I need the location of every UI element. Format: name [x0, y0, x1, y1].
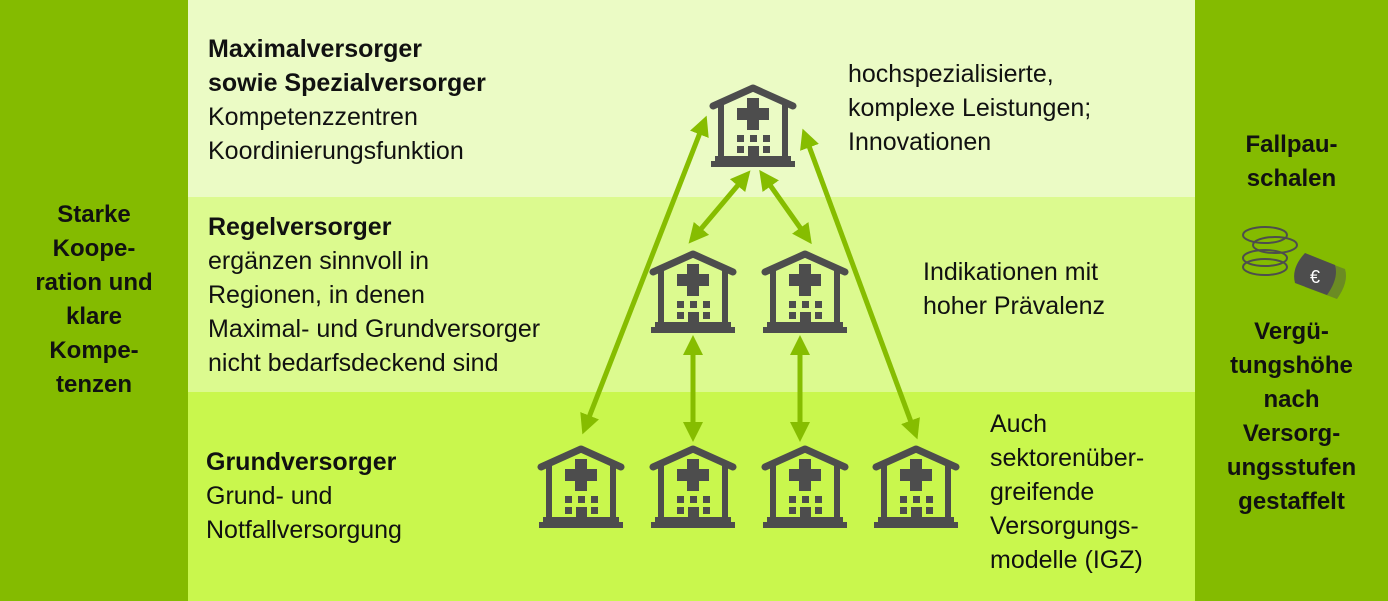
label-line: ungsstufen [1226, 454, 1357, 481]
left-column: Starke Koope- ration und klare Kompe- te… [0, 0, 188, 601]
level-desc: Notfallversorgung [206, 516, 402, 544]
arrow-max-to-regel-left [688, 170, 751, 244]
right-column: Fallpau- schalen € Vergü- tungshöhe nach… [1195, 0, 1388, 601]
arrow-max-to-grund-right [800, 128, 920, 440]
hospital-icon [763, 449, 847, 528]
label-line: tungshöhe [1230, 352, 1353, 379]
verguetung-label: Vergü- tungshöhe nach Versorg- ungsstufe… [1195, 315, 1388, 519]
hospital-icon [711, 88, 795, 167]
hospital-icon [539, 449, 623, 528]
level-desc: Kompetenzzentren [208, 103, 418, 131]
label-line: Starke [57, 201, 131, 228]
label-line: tenzen [55, 371, 132, 398]
label-line: Koope- [52, 235, 136, 262]
coins-and-euro-banknote-icon: € [1242, 226, 1346, 299]
level-title: Maximalversorger [208, 35, 423, 63]
maximalversorger-text: Maximalversorger sowie Spezialversorger … [208, 32, 486, 168]
label-line: Vergü- [1254, 318, 1329, 345]
level-desc: ergänzen sinnvoll in [208, 247, 429, 275]
level-title: Regelversorger [208, 213, 392, 241]
level-desc: Grund- und [206, 482, 333, 510]
hospital-icon [763, 254, 847, 333]
regelversorger-services: Indikationen mit hoher Prävalenz [923, 255, 1105, 323]
level-title: Grundversorger [206, 448, 397, 476]
services-line: hochspezialisierte, [848, 60, 1054, 88]
arrow-max-to-regel-right [759, 169, 812, 245]
label-line: Versorg- [1242, 420, 1341, 447]
services-line: Auch [990, 410, 1047, 438]
level-desc: Maximal- und Grundversorger [208, 315, 541, 343]
label-line: Kompe- [49, 337, 139, 364]
services-line: Indikationen mit [923, 258, 1099, 286]
services-line: hoher Prävalenz [923, 292, 1106, 320]
arrow-max-to-grund-left [580, 115, 709, 435]
level-title: sowie Spezialversorger [208, 69, 486, 97]
hospital-icon [874, 449, 958, 528]
hospital-icon [651, 449, 735, 528]
services-line: sektorenüber- [990, 444, 1145, 472]
svg-text:€: € [1310, 267, 1320, 287]
label-line: Fallpau- [1245, 131, 1338, 158]
label-line: ration und [35, 269, 153, 296]
hospital-icon [651, 254, 735, 333]
services-line: greifende [990, 478, 1095, 506]
services-line: modelle (IGZ) [990, 546, 1143, 574]
services-line: Versorgungs- [990, 512, 1139, 540]
regelversorger-text: Regelversorger ergänzen sinnvoll in Regi… [208, 210, 540, 380]
label-line: klare [65, 303, 123, 330]
label-line: nach [1263, 386, 1320, 413]
label-line: schalen [1246, 165, 1337, 192]
cooperation-label: Starke Koope- ration und klare Kompe- te… [0, 198, 188, 402]
level-desc: nicht bedarfsdeckend sind [208, 349, 499, 377]
fallpauschalen-label: Fallpau- schalen [1195, 128, 1388, 196]
level-desc: Regionen, in denen [208, 281, 425, 309]
services-line: komplexe Leistungen; [848, 94, 1092, 122]
grundversorger-services: Auch sektorenüber- greifende Versorgungs… [990, 407, 1144, 577]
level-desc: Koordinierungsfunktion [208, 137, 464, 165]
label-line: gestaffelt [1238, 488, 1345, 515]
grundversorger-text: Grundversorger Grund- und Notfallversorg… [206, 445, 402, 547]
